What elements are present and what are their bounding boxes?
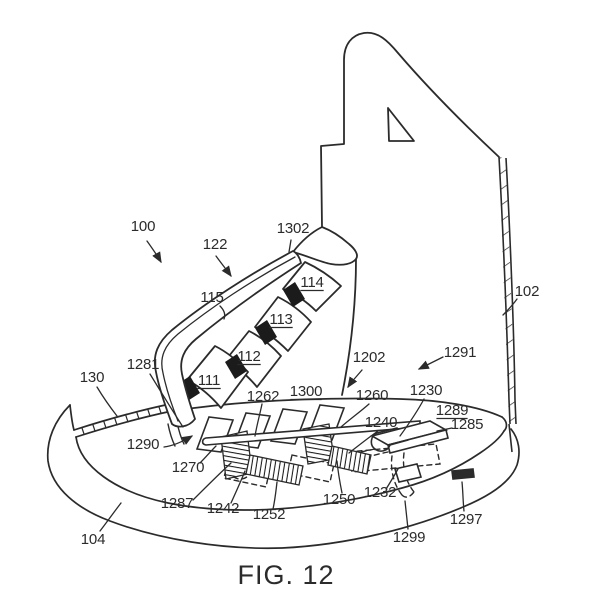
leader-1290: [164, 435, 194, 447]
leader-1252: [273, 482, 277, 509]
reference-numerals-layer: 100 122 115 1302 102 130 1281 111 112 113 114 1202 1…: [80, 218, 540, 548]
sole-outer-wall: [48, 405, 519, 548]
latch-flag: [395, 464, 421, 482]
leader-1230: [400, 399, 424, 436]
leader-1287: [193, 463, 231, 500]
ref-label-122: 122: [203, 236, 227, 253]
ribbon-right-horizontal: [328, 446, 371, 474]
leader-122: [216, 256, 232, 278]
instep-band: [155, 251, 301, 427]
ref-label-1300: 1300: [290, 383, 323, 400]
ref-label-1302: 1302: [277, 220, 310, 237]
ref-label-104: 104: [81, 531, 105, 548]
ref-label-1291: 1291: [444, 344, 477, 361]
leader-1270: [200, 446, 216, 463]
ref-label-1260: 1260: [356, 387, 389, 404]
heel-rim-stitch-ticks: [82, 407, 161, 434]
ref-label-100: 100: [131, 218, 155, 235]
ref-label-112: 112: [237, 348, 260, 365]
sole-deck-back-edge: [172, 399, 502, 418]
heel-rim-lower-line: [76, 411, 172, 437]
leader-1291: [417, 357, 443, 369]
ref-label-114: 114: [300, 274, 323, 291]
wedge-112: [225, 354, 247, 379]
collar-vent-triangle: [388, 108, 414, 141]
leader-104: [100, 503, 121, 531]
figure-caption: FIG. 12: [237, 560, 334, 590]
ref-label-113: 113: [269, 311, 292, 328]
ref-label-1299: 1299: [393, 529, 426, 546]
cylinder-end-arc: [371, 433, 390, 451]
ref-label-1230: 1230: [410, 382, 443, 399]
band-body: [155, 251, 301, 427]
heel-rim-upper-line: [74, 404, 170, 430]
shoe-upper: [293, 33, 499, 395]
leader-130: [97, 387, 117, 416]
heel-strip: [499, 157, 516, 452]
wedge-114: [283, 282, 305, 307]
leader-102: [503, 299, 517, 315]
ref-label-1297: 1297: [450, 511, 483, 528]
ribbon-left-horizontal: [246, 455, 303, 485]
ref-label-1285: 1285: [451, 416, 484, 433]
leader-1281: [150, 374, 183, 427]
ref-label-1289: 1289: [436, 402, 469, 419]
leader-1250: [337, 461, 342, 493]
ref-label-1290: 1290: [127, 436, 160, 453]
lacing-mechanism: [168, 405, 474, 497]
leader-1285: [437, 428, 452, 431]
leader-1202: [347, 370, 362, 389]
ref-label-1270: 1270: [172, 459, 205, 476]
leader-1302: [289, 240, 291, 252]
ref-label-1287: 1287: [161, 495, 194, 512]
ref-label-130: 130: [80, 369, 104, 386]
leader-1299: [405, 501, 408, 529]
leader-1260: [341, 404, 369, 427]
ref-label-1240: 1240: [365, 414, 398, 431]
ref-label-111: 111: [198, 372, 220, 389]
leader-1297: [462, 482, 464, 511]
leader-1242: [231, 471, 245, 503]
ref-label-1252: 1252: [253, 506, 286, 523]
ref-label-1202: 1202: [353, 349, 386, 366]
band-inner-binding-line: [162, 257, 295, 421]
leader-100: [147, 241, 161, 264]
heel-strip-edges: [499, 157, 516, 452]
quarter-panel-front-edge: [342, 259, 356, 395]
collar-outline: [293, 33, 499, 252]
ref-label-1262: 1262: [247, 388, 280, 405]
ref-label-1281: 1281: [127, 356, 160, 373]
leader-115: [220, 306, 225, 319]
sole-deck-front-edge: [76, 431, 504, 510]
leader-1240: [349, 431, 378, 453]
heel-strip-hatch-fill: [499, 157, 516, 424]
leader-1262: [255, 404, 262, 436]
ref-label-102: 102: [515, 283, 539, 300]
sole-deck-right-tip: [502, 417, 506, 431]
axle-bar: [203, 421, 420, 445]
ref-label-115: 115: [200, 289, 223, 306]
charge-port-1297: [452, 469, 474, 479]
ref-label-1242: 1242: [207, 500, 240, 517]
ref-label-1232: 1232: [364, 484, 397, 501]
ref-label-1250: 1250: [323, 491, 356, 508]
cylinder-body-lines: [377, 428, 408, 445]
leader-lines: [97, 240, 517, 531]
wedge-113: [255, 320, 277, 345]
sole: [48, 399, 519, 549]
leader-1232: [386, 469, 398, 489]
motor-housing: [371, 421, 448, 453]
